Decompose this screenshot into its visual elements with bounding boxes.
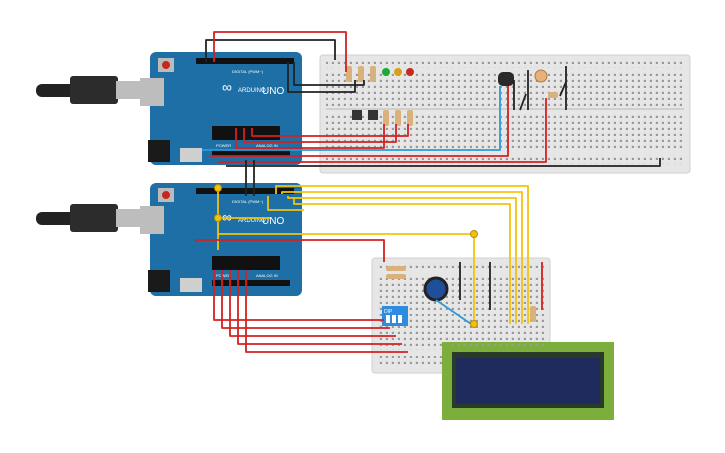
digital-header xyxy=(196,58,294,64)
power-label: POWER xyxy=(216,273,231,278)
resistor xyxy=(346,66,376,82)
resistor xyxy=(386,266,406,279)
arduino-model: UNO xyxy=(262,86,284,97)
arduino-brand: ARDUINO xyxy=(238,218,266,224)
resistor xyxy=(530,306,536,322)
led-icon xyxy=(382,68,414,76)
resistor xyxy=(383,110,413,126)
power-label: POWER xyxy=(216,143,231,148)
usb-port xyxy=(140,206,164,234)
arduino-model: UNO xyxy=(262,216,284,227)
usb-cable-icon xyxy=(36,204,144,232)
power-header xyxy=(212,280,290,286)
chip xyxy=(212,256,280,270)
arduino-logo: ∞ xyxy=(222,79,232,95)
usb-port xyxy=(140,78,164,106)
analog-label: ANALOG IN xyxy=(256,273,278,278)
power-jack xyxy=(148,140,170,162)
analog-label: ANALOG IN xyxy=(256,143,278,148)
arduino-brand: ARDUINO xyxy=(238,88,266,94)
arduino-logo: ∞ xyxy=(222,209,232,225)
temperature-sensor-icon xyxy=(498,72,514,86)
potentiometer-icon xyxy=(423,276,449,302)
digital-label: DIGITAL (PWM~) xyxy=(232,69,264,74)
digital-label: DIGITAL (PWM~) xyxy=(232,199,264,204)
usb-cable-icon xyxy=(36,76,144,104)
power-jack xyxy=(148,270,170,292)
dip-switch: DIP xyxy=(382,306,408,326)
chip xyxy=(212,126,280,140)
lcd-display xyxy=(442,342,614,420)
dip-label: DIP xyxy=(384,309,393,315)
power-header xyxy=(212,150,290,156)
photoresistor-icon xyxy=(534,69,558,98)
wires xyxy=(195,31,661,353)
pushbutton xyxy=(352,110,378,120)
wire-junctions xyxy=(214,184,478,328)
resistor xyxy=(548,92,558,98)
digital-header xyxy=(196,188,294,194)
